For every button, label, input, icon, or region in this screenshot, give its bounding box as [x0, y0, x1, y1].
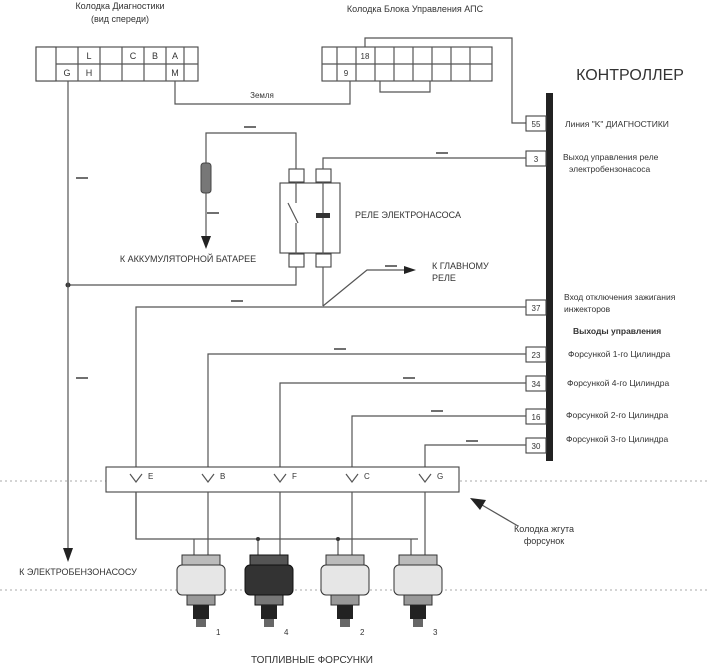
controller-pin-37: 37 — [532, 304, 541, 313]
harness-pin-marks — [129, 473, 432, 483]
harness-label-2: форсунок — [524, 536, 564, 546]
fuel-pump-relay — [279, 168, 341, 268]
to-battery-label: К АККУМУЛЯТОРНОЙ БАТАРЕЕ — [120, 253, 256, 264]
cyl3-wire — [424, 444, 526, 475]
ground-wire-label: Земля — [250, 91, 274, 100]
diag-pin-h: H — [86, 68, 93, 78]
controller-outputs-header: Выходы управления — [573, 326, 661, 336]
diag-pin-b: B — [152, 51, 158, 61]
main-relay-arrow-icon — [404, 266, 416, 274]
controller-title: КОНТРОЛЛЕР — [576, 67, 684, 84]
diag-pin-g: G — [63, 68, 70, 78]
injector-number-3: 3 — [433, 628, 438, 637]
fuse-icon — [200, 162, 212, 194]
controller-pin-55: 55 — [532, 120, 541, 129]
injector-number-2: 2 — [360, 628, 365, 637]
controller-pin-34: 34 — [532, 380, 541, 389]
controller-label-pump-relay-out-2: электробензонасоса — [569, 164, 650, 174]
diag-pin-a: A — [172, 51, 178, 61]
aps-pin-18: 18 — [361, 52, 370, 61]
harness-arrow-icon — [470, 498, 486, 510]
controller-label-pump-relay-out-1: Выход управления реле — [563, 152, 659, 162]
aps-connector-title: Колодка Блока Управления АПС — [347, 4, 484, 14]
to-main-relay-label-2: РЕЛЕ — [432, 273, 456, 283]
injector-number-1: 1 — [216, 628, 221, 637]
diag-pin-l: L — [86, 51, 91, 61]
controller-label-ign-off-2: инжекторов — [564, 304, 611, 314]
harness-pin-f: F — [292, 472, 297, 481]
fuel-pump-arrow-icon — [63, 548, 73, 562]
injector-supply-wire — [135, 306, 526, 540]
harness-pin-b: B — [220, 472, 225, 481]
diagnostic-connector — [35, 46, 199, 82]
controller-pin-3: 3 — [534, 155, 539, 164]
cyl4-wire — [279, 382, 526, 475]
cyl2-wire — [351, 415, 526, 475]
controller-pins — [525, 115, 547, 454]
controller-label-cyl4: Форсункой 4-го Цилиндра — [567, 378, 669, 388]
harness-pin-c: C — [364, 472, 370, 481]
fuel-injector-2 — [320, 554, 370, 627]
harness-pin-e: E — [148, 472, 153, 481]
controller-pin-30: 30 — [532, 442, 541, 451]
fuel-injectors-label: ТОПЛИВНЫЕ ФОРСУНКИ — [251, 655, 373, 666]
to-main-relay-label-1: К ГЛАВНОМУ — [432, 261, 489, 271]
pump-relay-label: РЕЛЕ ЭЛЕКТРОНАСОСА — [355, 210, 461, 220]
battery-feed-wire — [205, 132, 297, 169]
diag-connector-title: Колодка Диагностики — [75, 1, 164, 11]
aps-connector — [321, 46, 493, 93]
controller-pin-23: 23 — [532, 351, 541, 360]
controller-body — [546, 93, 553, 461]
harness-pin-g: G — [437, 472, 443, 481]
injector-number-4: 4 — [284, 628, 289, 637]
fuel-injector-1 — [176, 554, 226, 627]
wire-marks — [76, 126, 478, 442]
controller-label-cyl1: Форсункой 1-го Цилиндра — [568, 349, 670, 359]
injector-leads — [135, 492, 426, 555]
harness-pointer — [481, 504, 519, 527]
diag-connector-view: (вид спереди) — [91, 14, 149, 24]
cyl1-wire — [207, 353, 526, 475]
aps-pin-9: 9 — [344, 69, 349, 78]
k-line-wire — [364, 37, 526, 124]
controller-label-cyl2: Форсункой 2-го Цилиндра — [566, 410, 668, 420]
diag-pin-c: C — [130, 51, 137, 61]
controller-label-cyl3: Форсункой 3-го Цилиндра — [566, 434, 668, 444]
controller-pin-16: 16 — [532, 413, 541, 422]
to-fuel-pump-label: К ЭЛЕКТРОБЕНЗОНАСОСУ — [19, 567, 137, 577]
battery-arrow-icon — [201, 236, 211, 249]
harness-label-1: Колодка жгута — [514, 524, 574, 534]
ground-wire — [174, 81, 351, 105]
fuel-injector-3 — [393, 554, 443, 627]
controller-label-k-diag: Линия "K" ДИАГНОСТИКИ — [565, 119, 669, 129]
fuel-injector-4 — [244, 554, 294, 627]
main-relay-wire — [322, 269, 404, 307]
diag-pin-m: M — [171, 68, 179, 78]
controller-label-ign-off-1: Вход отключения зажигания — [564, 292, 676, 302]
relay-control-wire — [322, 157, 526, 169]
